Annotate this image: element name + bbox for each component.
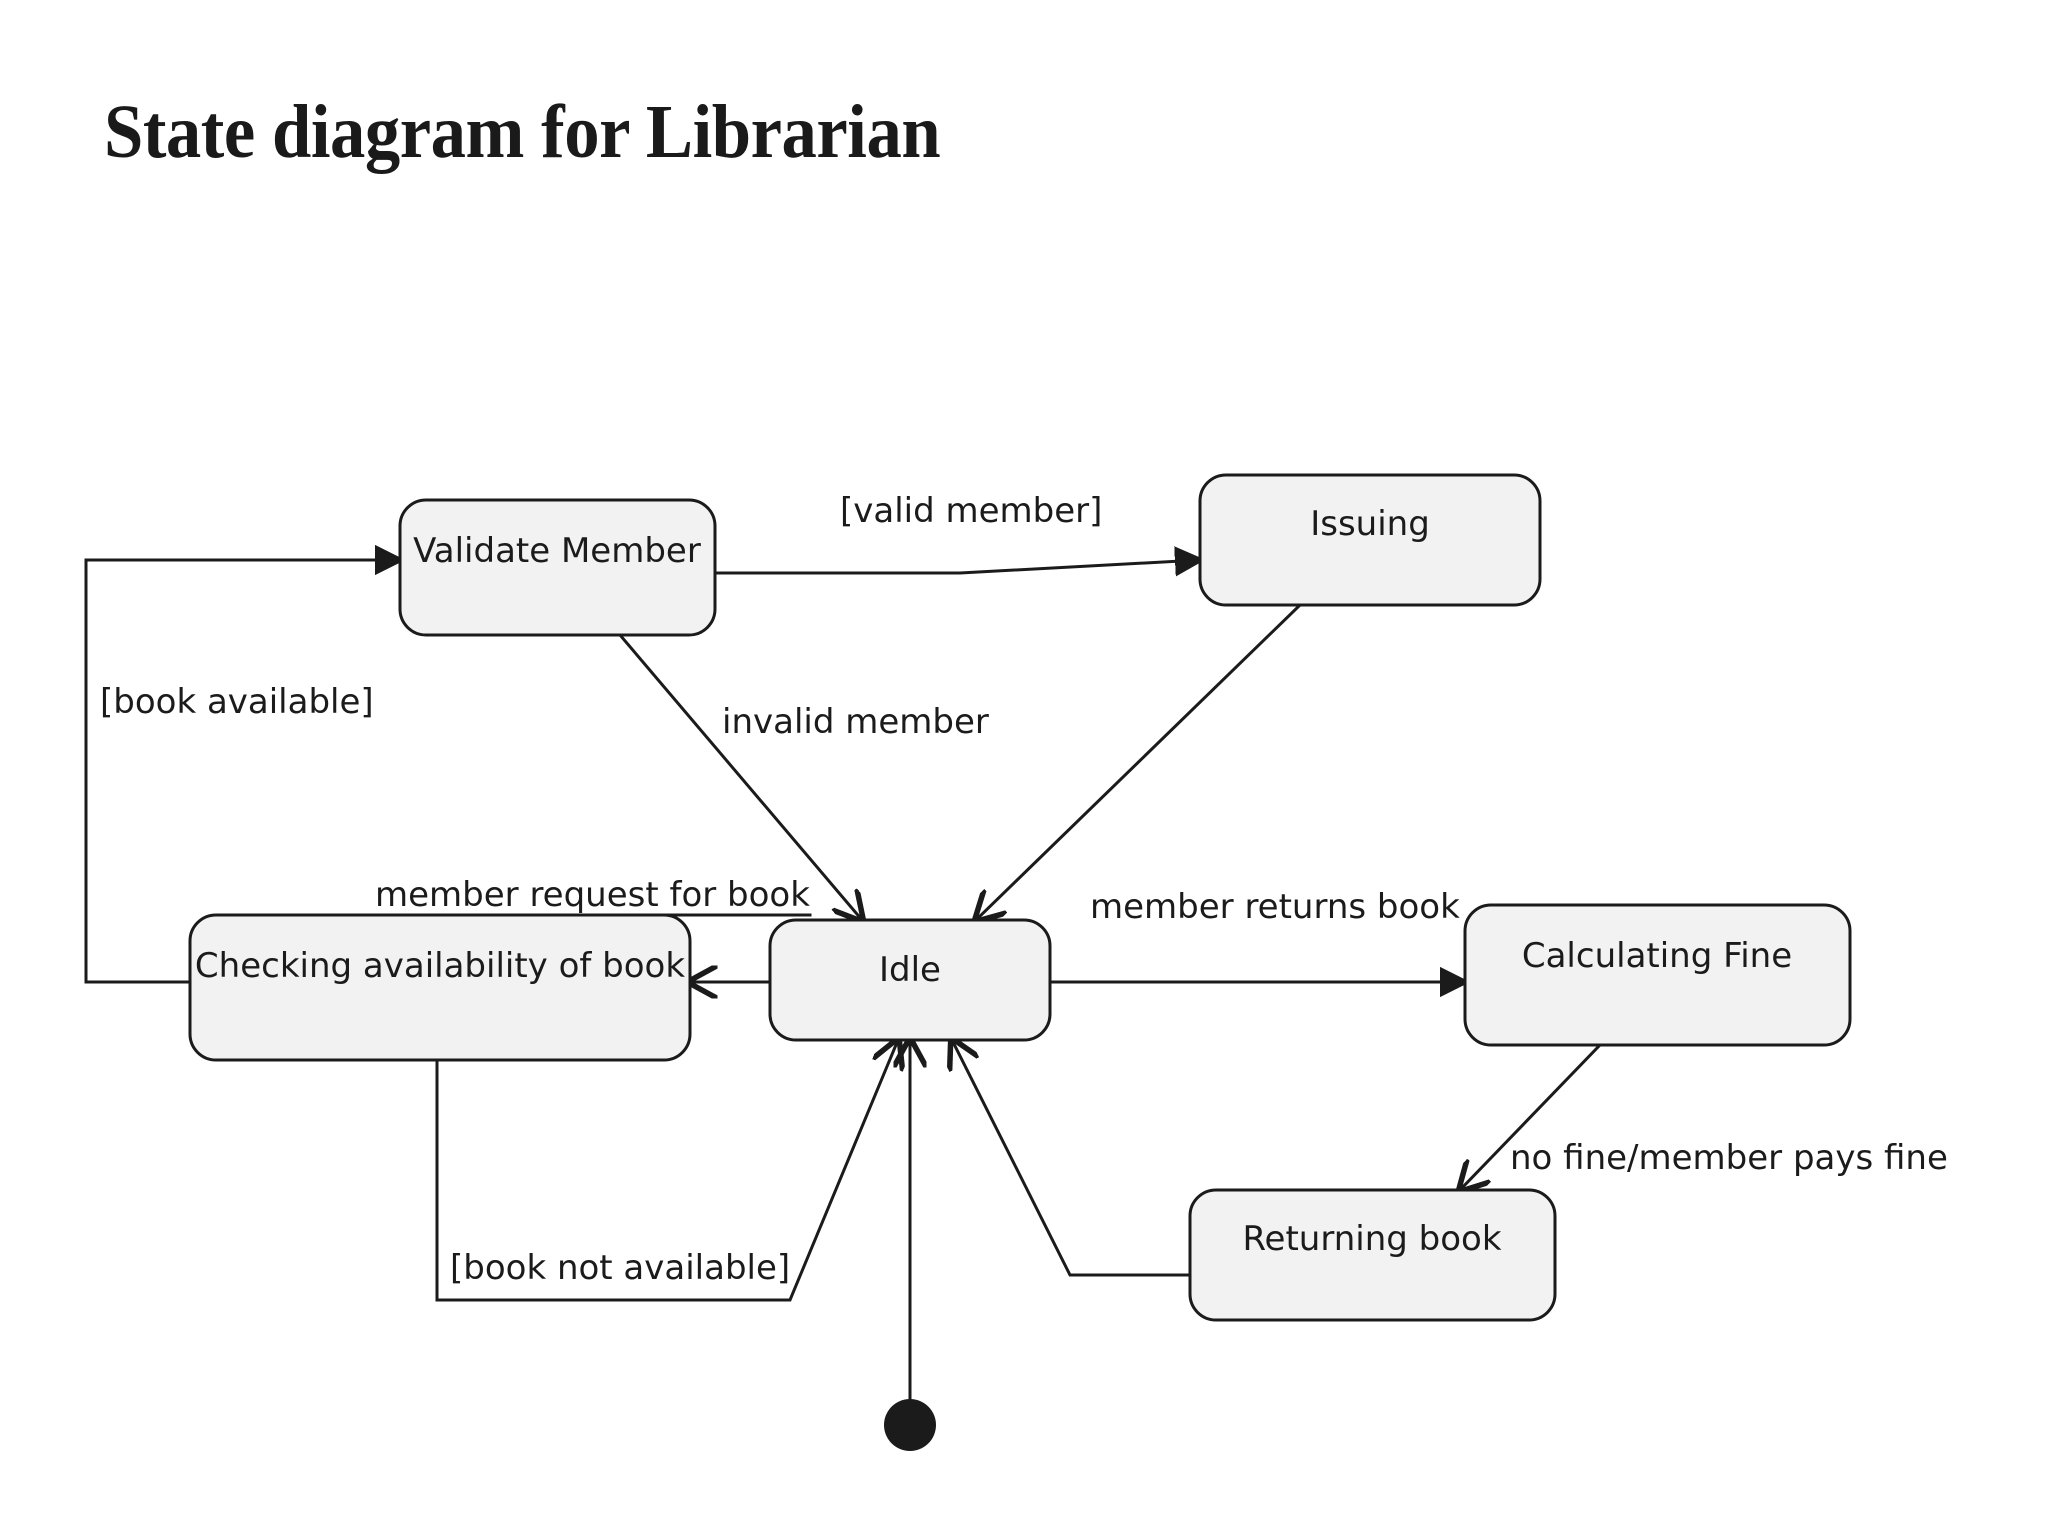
- state-node-issuing[interactable]: Issuing: [1198, 473, 1542, 607]
- transition-valid-member: [713, 560, 1200, 573]
- edge-label-book-available: [book available]: [100, 682, 374, 722]
- transition-no-fine-member-pays-fine: [1460, 1042, 1603, 1190]
- edge-label-book-not-available: [book not available]: [450, 1248, 790, 1288]
- state-node-checking-availability[interactable]: Checking availability of book: [188, 913, 692, 1062]
- state-box-returning-book[interactable]: [1188, 1188, 1557, 1322]
- state-box-calculating-fine[interactable]: [1463, 903, 1852, 1047]
- initial-state-node[interactable]: [884, 1399, 936, 1451]
- transition-book-not-available: [435, 1040, 898, 1302]
- state-node-returning-book[interactable]: Returning book: [1188, 1188, 1557, 1322]
- state-box-issuing[interactable]: [1198, 473, 1542, 607]
- transition-invalid-member: [617, 632, 862, 920]
- state-node-calculating-fine[interactable]: Calculating Fine: [1463, 903, 1852, 1047]
- edge-label-member-request-for-book: member request for book: [375, 875, 810, 915]
- transition-book-available: [84, 560, 400, 984]
- page-title: State diagram for Librarian: [104, 90, 941, 174]
- edge-label-no-fine-member-pays-fine: no fine/member pays fine: [1510, 1138, 1948, 1178]
- transition-issuing-to-idle: [976, 602, 1303, 920]
- state-label-validate-member: Validate Member: [413, 531, 701, 571]
- state-label-checking-availability: Checking availability of book: [195, 946, 685, 986]
- state-box-validate-member[interactable]: [398, 498, 717, 637]
- state-label-calculating-fine: Calculating Fine: [1522, 936, 1792, 976]
- edge-label-valid-member: [valid member]: [840, 491, 1102, 531]
- state-label-returning-book: Returning book: [1242, 1219, 1501, 1259]
- edge-label-invalid-member: invalid member: [722, 702, 989, 742]
- state-label-issuing: Issuing: [1310, 504, 1430, 544]
- state-label-idle: Idle: [879, 950, 941, 990]
- state-node-idle[interactable]: Idle: [768, 918, 1052, 1042]
- state-node-validate-member[interactable]: Validate Member: [398, 498, 717, 637]
- state-box-checking-availability[interactable]: [188, 913, 692, 1062]
- edge-label-member-returns-book: member returns book: [1090, 887, 1460, 927]
- transition-returning-book-to-idle: [952, 1040, 1192, 1277]
- state-box-idle[interactable]: [768, 918, 1052, 1042]
